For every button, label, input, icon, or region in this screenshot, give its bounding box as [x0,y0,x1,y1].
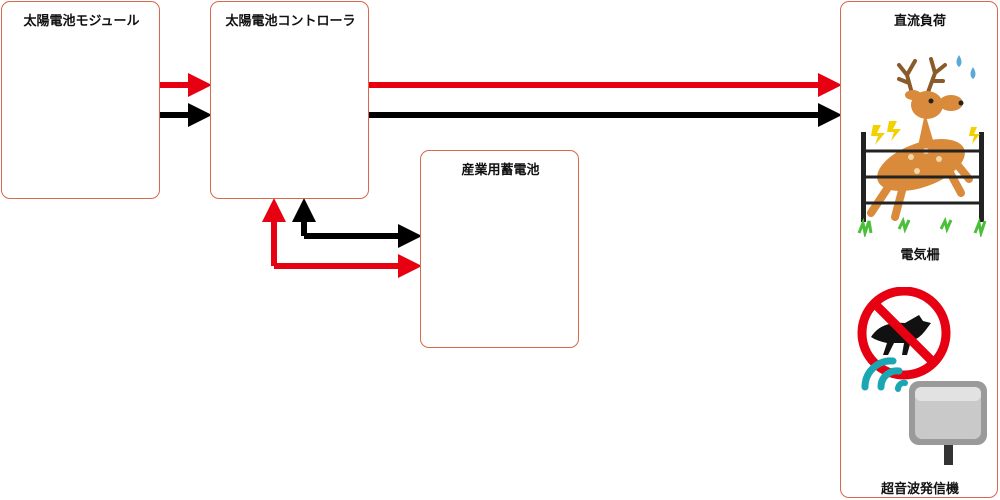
solar-module-block: 太陽電池モジュール [1,1,160,199]
battery-block: 産業用蓄電池 [420,150,579,348]
electric-fence-label: 電気柵 [900,248,940,263]
solar-module-label: 太陽電池モジュール [23,14,140,29]
electric-fence-deer-icon [857,55,987,237]
controller-block: 太陽電池コントローラ [210,1,369,199]
ultrasonic-emitter-icon [857,287,987,465]
dc-load-label: 直流負荷 [893,14,946,29]
ultrasonic-emitter-label: 超音波発信機 [880,482,959,497]
controller-label: 太陽電池コントローラ [225,14,356,29]
dc-load-block: 直流負荷 [840,1,998,498]
battery-label: 産業用蓄電池 [461,163,540,178]
